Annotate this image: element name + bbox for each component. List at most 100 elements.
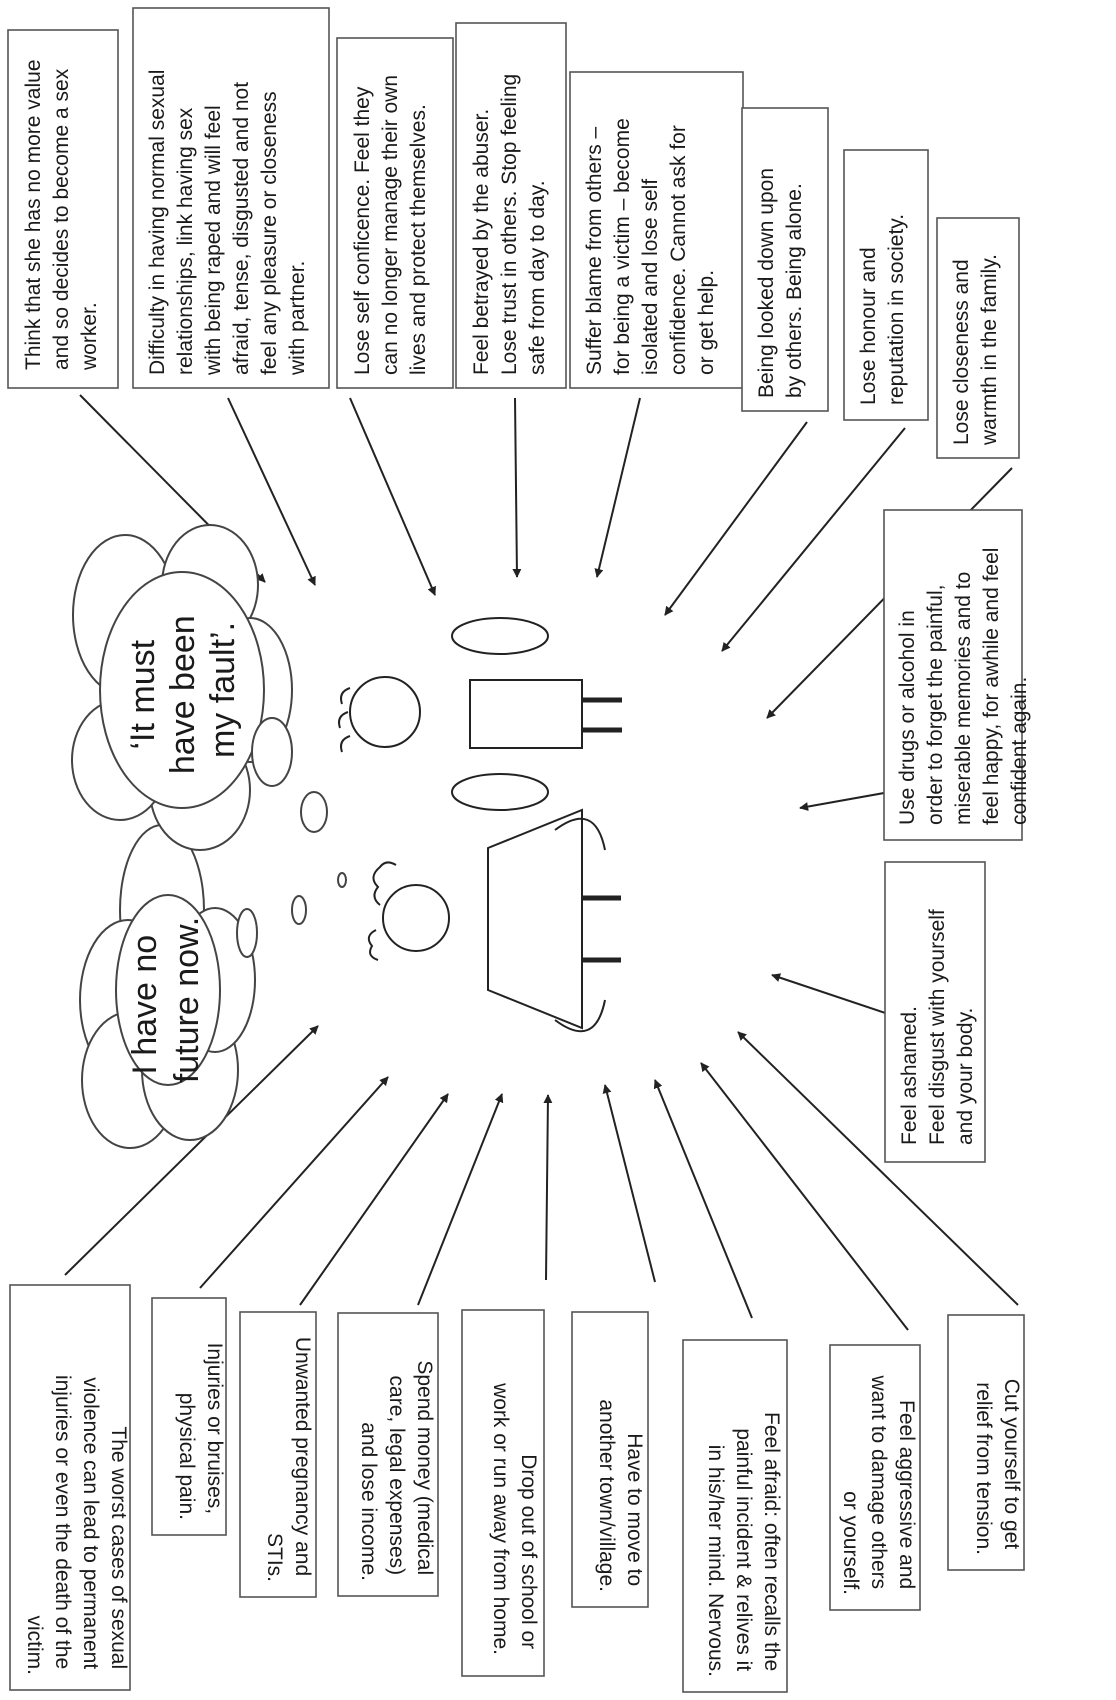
box-line: physical pain. (175, 1393, 198, 1520)
arrow-aggressive (700, 1062, 909, 1331)
arrow-cut (737, 1031, 1019, 1306)
box-line: afraid, tense, disgusted and not (230, 82, 253, 375)
thought-cloud-fault: ‘It must have been my fault’. (71, 524, 293, 851)
box-line: Lose closeness and (950, 259, 973, 445)
box-blame: Suffer blame from others – for being a v… (569, 71, 744, 389)
box-line: and your body. (954, 1008, 977, 1145)
box-line: and lose income. (357, 1422, 380, 1581)
box-line: miserable memories and to (952, 572, 975, 825)
box-line: Suffer blame from others – (583, 126, 606, 375)
box-line: and so decides to become a sex (50, 68, 73, 370)
svg-text:Cut yourself to get reli: Cut yourself to get relief from tension. (972, 1379, 1023, 1555)
box-line: Difficulty in having normal sexual (146, 70, 169, 375)
thought-line: my fault’. (204, 622, 242, 758)
box-betrayed: Feel betrayed by the abuser. Lose trust … (455, 22, 567, 389)
box-line: Feel betrayed by the abuser. (470, 109, 493, 375)
box-sexual-relationships: Difficulty in having normal sexual relat… (132, 7, 330, 389)
thought-line: future now. (168, 917, 206, 1083)
svg-text:Lose honour and reputati: Lose honour and reputation in society. (857, 214, 908, 405)
svg-text:Drop out of school or wo: Drop out of school or work or run away f… (489, 1382, 540, 1655)
box-line: or yourself. (839, 1491, 862, 1595)
box-line: want to damage others (867, 1375, 890, 1590)
box-line: order to forget the painful, (924, 585, 947, 826)
arrow-betrayed (512, 397, 522, 578)
svg-text:Feel betrayed by the abuser.: Feel betrayed by the abuser. Lose trust … (470, 68, 549, 375)
box-line: Feel afraid: often recalls the (760, 1412, 783, 1671)
thought-line: have been (164, 615, 202, 774)
box-line: isolated and lose self (639, 179, 662, 375)
box-line: for being a victim – become (611, 118, 634, 375)
box-line: lives and protect themselves. (407, 104, 430, 375)
arrow-self-confidence (349, 397, 436, 596)
box-move: Have to move to another town/village. (571, 1311, 649, 1608)
thought-line: I have no (126, 935, 164, 1075)
box-honour: Lose honour and reputation in society. (843, 149, 929, 421)
box-line: relationships, link having sex (174, 107, 197, 375)
box-drugs: Use drugs or alcohol in order to forget … (883, 509, 1031, 841)
box-line: relief from tension. (972, 1382, 995, 1555)
box-line: Lose honour and (857, 247, 880, 405)
arrow-looked-down (664, 421, 808, 616)
box-line: safe from day to day. (526, 180, 549, 375)
thought-text-future: I have no future now. (126, 917, 206, 1083)
arrow-blame (594, 397, 641, 578)
box-line: confidence. Cannot ask for (667, 125, 690, 375)
svg-text:Feel aggressive and want: Feel aggressive and want to damage other… (839, 1375, 918, 1595)
box-line: Injuries or bruises, (203, 1343, 226, 1515)
svg-text:Being looked down upon b: Being looked down upon by others. Being … (755, 162, 806, 398)
svg-text:Use drugs or alcohol in: Use drugs or alcohol in order to forget … (896, 542, 1031, 825)
box-line: feel happy, for awhile and feel (980, 548, 1003, 825)
svg-text:Suffer blame from others –: Suffer blame from others – for being a v… (583, 112, 718, 375)
box-line: worker. (78, 302, 101, 371)
box-worst-cases: The worst cases of sexual violence can l… (9, 1284, 131, 1691)
svg-text:Injuries or bruises, phy: Injuries or bruises, physical pain. (175, 1343, 226, 1520)
svg-text:Spend money (medical car: Spend money (medical care, legal expense… (357, 1360, 436, 1581)
svg-text:Feel afraid: often recalls th: Feel afraid: often recalls the painful i… (704, 1412, 783, 1677)
svg-text:Difficulty in having normal se: Difficulty in having normal sexual relat… (146, 64, 309, 376)
box-line: Feel aggressive and (895, 1400, 918, 1589)
box-line: violence can lead to permanent (79, 1377, 102, 1669)
box-pregnancy: Unwanted pregnancy and STIs. (239, 1311, 317, 1598)
box-line: with being raped and will feel (202, 105, 225, 376)
box-line: Unwanted pregnancy and (291, 1337, 314, 1576)
box-line: Lose self conficence. Feel they (351, 86, 374, 375)
box-line: Feel ashamed. (898, 1006, 921, 1145)
box-line: injuries or even the death of the (51, 1375, 74, 1669)
box-afraid: Feel afraid: often recalls the painful i… (682, 1339, 788, 1693)
box-family: Lose closeness and warmth in the family. (936, 217, 1020, 459)
box-line: with partner. (286, 261, 309, 376)
arrow-honour (721, 427, 906, 652)
arrow-move (602, 1084, 656, 1283)
box-line: STIs. (263, 1533, 286, 1582)
figure-girl (367, 808, 621, 1033)
svg-text:Have to move to another: Have to move to another town/village. (595, 1399, 646, 1592)
box-cut: Cut yourself to get relief from tension. (947, 1314, 1025, 1571)
svg-text:The worst cases of sexual: The worst cases of sexual violence can l… (23, 1375, 130, 1675)
box-line: painful incident & relives it (732, 1428, 755, 1671)
box-sex-worker: Think that she has no more value and so … (7, 29, 119, 389)
box-line: Spend money (medical (413, 1360, 436, 1575)
box-money: Spend money (medical care, legal expense… (337, 1312, 439, 1597)
box-line: care, legal expenses) (385, 1376, 408, 1576)
arrow-injuries (199, 1076, 389, 1289)
arrow-afraid (653, 1079, 753, 1319)
box-injuries: Injuries or bruises, physical pain. (151, 1297, 227, 1536)
svg-text:Think that she has no more val: Think that she has no more value and so … (22, 54, 101, 371)
thought-bubbles (236, 717, 347, 958)
box-line: Think that she has no more value (22, 59, 45, 370)
box-line: work or run away from home. (489, 1382, 512, 1655)
box-line: The worst cases of sexual (107, 1426, 130, 1669)
box-line: another town/village. (595, 1399, 618, 1592)
box-line: or get help. (695, 270, 718, 375)
svg-text:Lose closeness and warmt: Lose closeness and warmth in the family. (950, 254, 1001, 446)
thought-text-fault: ‘It must have been my fault’. (124, 606, 242, 774)
svg-text:Feel ashamed. Feel disgu: Feel ashamed. Feel disgust with yourself… (898, 903, 977, 1145)
box-line: in his/her mind. Nervous. (704, 1445, 727, 1677)
box-line: confident again. (1008, 677, 1031, 825)
box-looked-down: Being looked down upon by others. Being … (741, 107, 829, 412)
box-line: Have to move to (623, 1433, 646, 1586)
box-ashamed: Feel ashamed. Feel disgust with yourself… (884, 861, 986, 1163)
figure-boy (338, 617, 622, 811)
arrow-worst-cases (64, 1025, 319, 1276)
